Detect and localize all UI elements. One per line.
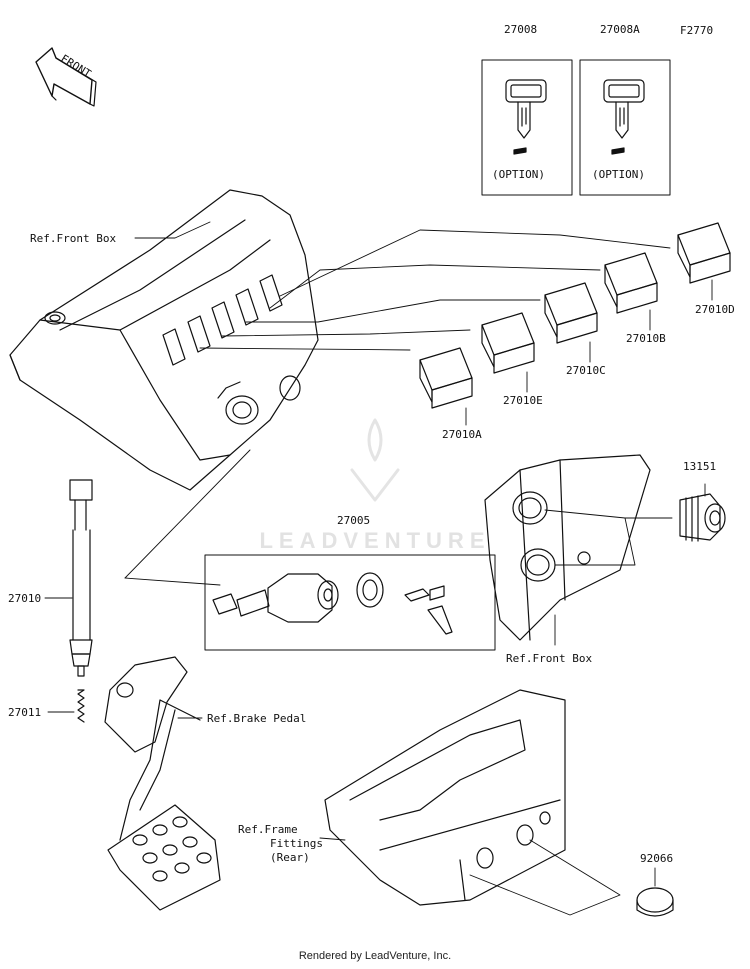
ref-brake-pedal: Ref.Brake Pedal (207, 712, 306, 725)
front-arrow-icon (35, 47, 97, 107)
brake-switch-27010 (44, 479, 93, 677)
label-27008A: 27008A (600, 23, 640, 36)
ref-frame-line3: (Rear) (270, 851, 310, 864)
ref-front-box-2: Ref.Front Box (506, 652, 592, 665)
spring-27011 (47, 689, 85, 723)
label-option-1: (OPTION) (492, 168, 545, 181)
label-27010B: 27010B (626, 332, 666, 345)
figure-code: F2770 (680, 24, 713, 37)
watermark-logo (350, 418, 400, 502)
ignition-switch-27005 (204, 554, 496, 651)
key-27008 (481, 59, 573, 196)
label-27011: 27011 (8, 706, 41, 719)
ref-frame-line2: Fittings (270, 837, 323, 850)
label-27010A: 27010A (442, 428, 482, 441)
rocker-switch-27010E (481, 312, 535, 374)
label-27010C: 27010C (566, 364, 606, 377)
key-27008A (579, 59, 671, 196)
rocker-switch-27010D (677, 222, 731, 284)
rocker-switch-27010A (419, 347, 473, 409)
label-option-2: (OPTION) (592, 168, 645, 181)
label-13151: 13151 (683, 460, 716, 473)
front-box-socket-panel (484, 454, 673, 646)
frame-fittings-rear (319, 689, 621, 916)
label-27008: 27008 (504, 23, 537, 36)
label-27010D: 27010D (695, 303, 735, 316)
footer-credit: Rendered by LeadVenture, Inc. (298, 950, 452, 962)
label-27005: 27005 (337, 514, 370, 527)
ref-frame-line1: Ref.Frame (238, 823, 298, 836)
rocker-switch-27010C (544, 282, 598, 344)
label-92066: 92066 (640, 852, 673, 865)
ref-front-box: Ref.Front Box (30, 232, 116, 245)
watermark-text: LEADVENTURE (259, 528, 490, 553)
front-box-panel (9, 189, 319, 491)
pedal-pads (132, 816, 212, 882)
label-27010: 27010 (8, 592, 41, 605)
rocker-switch-27010B (604, 252, 658, 314)
plug-92066 (636, 867, 674, 917)
brake-pedal (104, 656, 221, 911)
switch-leader-lines (124, 229, 671, 586)
label-27010E: 27010E (503, 394, 543, 407)
accessory-socket-13151 (679, 483, 726, 542)
